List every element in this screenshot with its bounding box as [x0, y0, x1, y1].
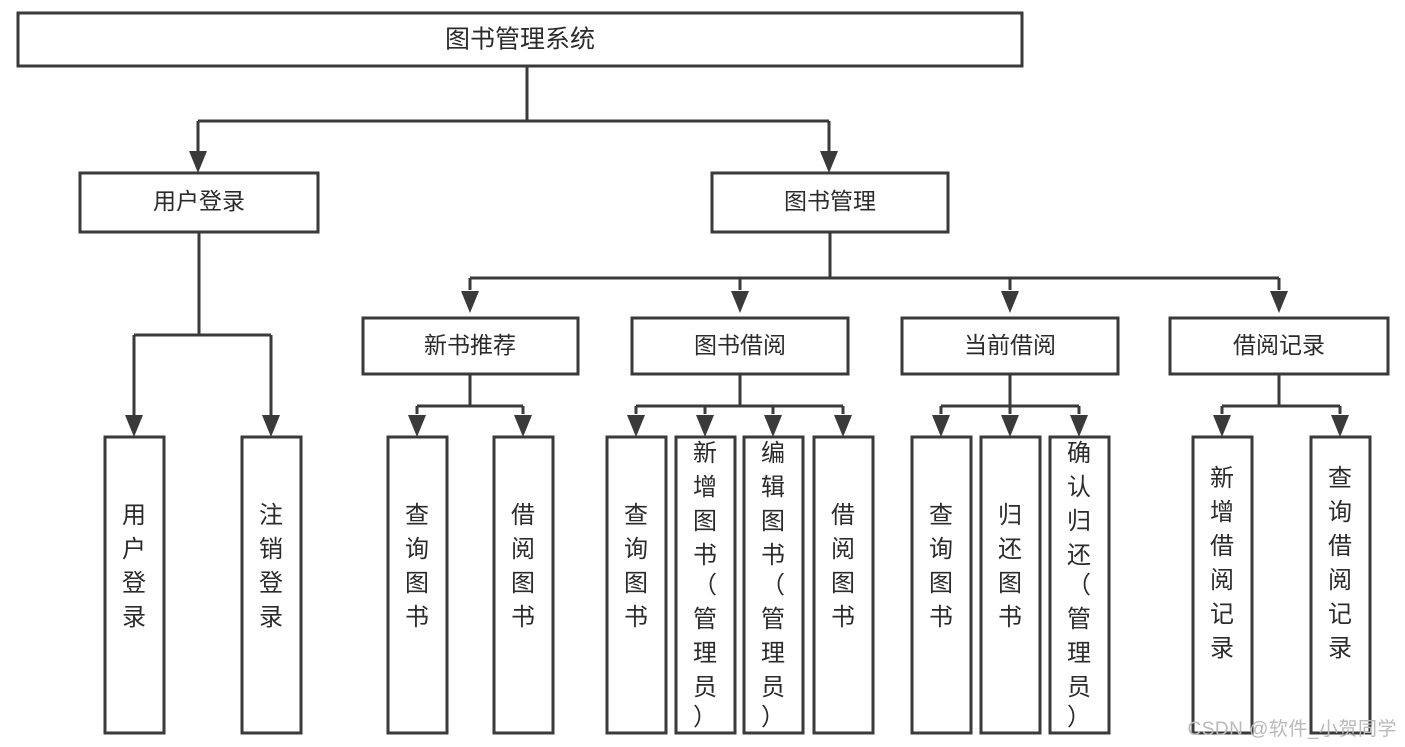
node-root-label: 图书管理系统 — [445, 26, 595, 54]
arrow-icon — [1070, 415, 1088, 437]
arrow-icon — [731, 291, 749, 313]
node-new-book-recommend-label: 新书推荐 — [424, 332, 516, 358]
connector-user-login-to-leaves — [125, 232, 280, 437]
node-current-borrow[interactable]: 当前借阅 — [900, 316, 1120, 376]
leaf-logout-login[interactable]: 注销登录 — [240, 435, 303, 735]
node-book-borrow[interactable]: 图书借阅 — [630, 316, 850, 376]
leaf-add-book-label: 新增图书（管理员） — [693, 440, 717, 731]
leaf-query-book-2-label: 查询图书 — [624, 502, 648, 631]
leaf-edit-book[interactable]: 编辑图书（管理员） — [742, 435, 805, 735]
connector-book-manage-to-level3 — [461, 232, 1288, 313]
node-book-borrow-label: 图书借阅 — [694, 332, 786, 358]
leaf-borrow-book-1[interactable]: 借阅图书 — [492, 435, 555, 735]
arrow-icon — [1331, 415, 1349, 437]
node-book-manage[interactable]: 图书管理 — [710, 171, 950, 234]
leaf-query-book-2[interactable]: 查询图书 — [605, 435, 668, 735]
leaf-user-login[interactable]: 用户登录 — [103, 435, 166, 735]
leaf-logout-login-label: 注销登录 — [259, 502, 283, 631]
leaf-confirm-return[interactable]: 确认归还（管理员） — [1048, 435, 1111, 735]
arrow-icon — [262, 415, 280, 437]
node-new-book-recommend[interactable]: 新书推荐 — [361, 316, 580, 376]
leaf-query-book-1[interactable]: 查询图书 — [386, 435, 449, 735]
arrow-icon — [514, 415, 532, 437]
arrow-icon — [408, 415, 426, 437]
arrow-icon — [696, 415, 714, 437]
leaf-user-login-label: 用户登录 — [122, 502, 146, 631]
node-user-login-label: 用户登录 — [153, 188, 245, 214]
node-borrow-record[interactable]: 借阅记录 — [1168, 316, 1390, 376]
csdn-watermark: CSDN @软件_小贺同学 — [1187, 719, 1397, 740]
connector-root-to-level2 — [189, 66, 838, 173]
leaf-borrow-book-1-label: 借阅图书 — [511, 502, 535, 631]
arrow-icon — [1001, 291, 1019, 313]
node-book-manage-label: 图书管理 — [784, 188, 876, 214]
arrow-icon — [125, 415, 143, 437]
node-borrow-record-label: 借阅记录 — [1233, 332, 1325, 358]
leaf-query-record-label: 查询借阅记录 — [1328, 465, 1352, 662]
arrow-icon — [189, 151, 207, 173]
arrow-icon — [932, 415, 950, 437]
node-root[interactable]: 图书管理系统 — [16, 11, 1024, 68]
arrow-icon — [1270, 291, 1288, 313]
arrow-icon — [820, 151, 838, 173]
leaf-return-book-label: 归还图书 — [998, 502, 1022, 631]
leaf-confirm-return-label: 确认归还（管理员） — [1067, 440, 1091, 731]
leaf-borrow-book-2-label: 借阅图书 — [831, 502, 855, 631]
leaf-query-book-3[interactable]: 查询图书 — [910, 435, 973, 735]
connector-current-borrow-to-leaves — [932, 374, 1088, 437]
leaf-add-record-label: 新增借阅记录 — [1210, 465, 1234, 662]
arrow-icon — [764, 415, 782, 437]
arrow-icon — [834, 415, 852, 437]
node-user-login[interactable]: 用户登录 — [78, 171, 320, 234]
arrow-icon — [1001, 415, 1019, 437]
connector-book-borrow-to-leaves — [627, 374, 852, 437]
arrow-icon — [627, 415, 645, 437]
leaf-query-record[interactable]: 查询借阅记录 — [1309, 435, 1372, 735]
leaf-add-record[interactable]: 新增借阅记录 — [1191, 435, 1254, 735]
leaf-borrow-book-2[interactable]: 借阅图书 — [812, 435, 875, 735]
leaf-query-book-1-label: 查询图书 — [405, 502, 429, 631]
node-current-borrow-label: 当前借阅 — [964, 332, 1056, 358]
connector-borrow-record-to-leaves — [1213, 374, 1349, 437]
leaf-return-book[interactable]: 归还图书 — [979, 435, 1042, 735]
arrow-icon — [1213, 415, 1231, 437]
connector-new-book-recommend-to-leaves — [408, 374, 532, 437]
arrow-icon — [461, 291, 479, 313]
leaf-query-book-3-label: 查询图书 — [929, 502, 953, 631]
leaf-add-book[interactable]: 新增图书（管理员） — [674, 435, 737, 735]
leaf-edit-book-label: 编辑图书（管理员） — [761, 440, 785, 731]
